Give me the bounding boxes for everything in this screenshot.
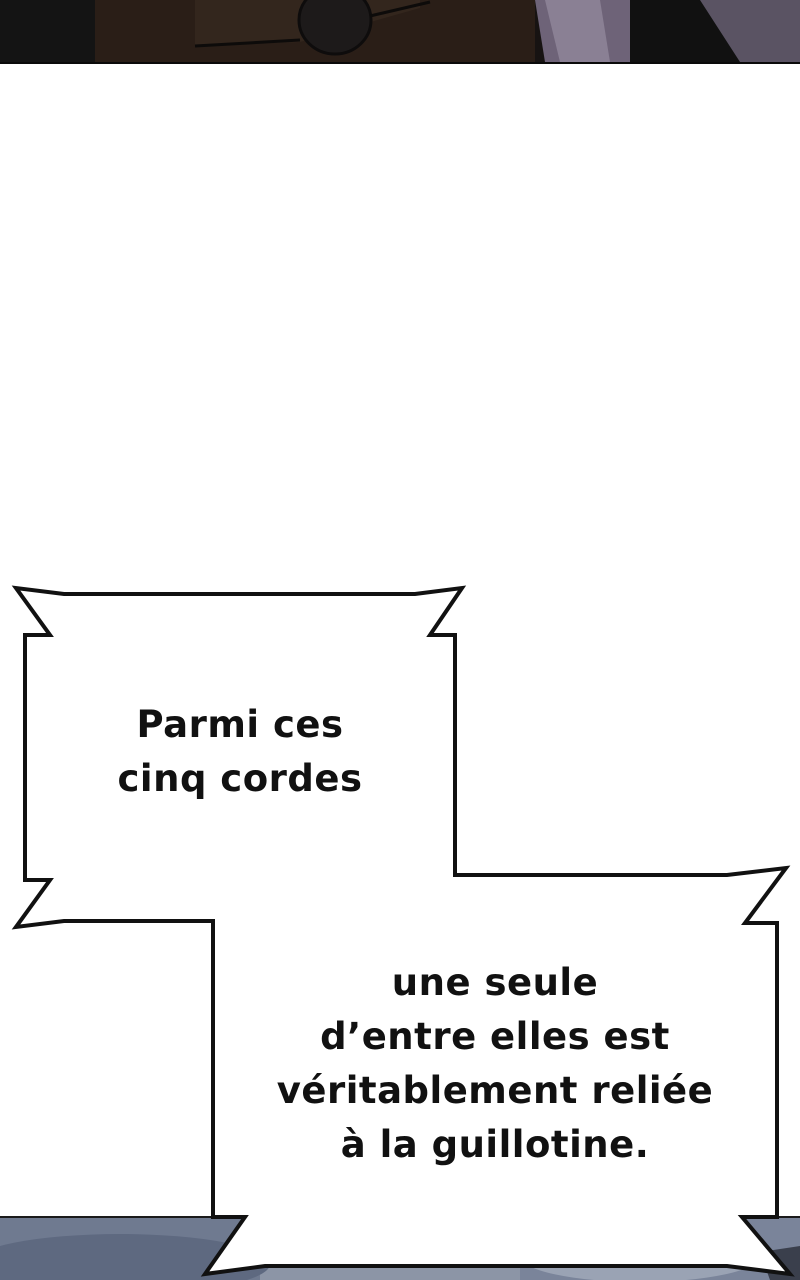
bubble-1-line-2: cinq cordes [117, 757, 363, 800]
bubble-1-line-1: Parmi ces [136, 703, 344, 746]
previous-panel-edge [0, 0, 800, 64]
bubble-2-line-3: véritablement reliée [276, 1069, 714, 1112]
bubble-2-line-1: une seule [391, 961, 599, 1004]
speech-bubble-2-text: une seule d’entre elles est véritablemen… [250, 956, 740, 1172]
previous-panel-illustration [0, 0, 800, 64]
bubble-2-line-4: à la guillotine. [340, 1123, 650, 1166]
speech-bubble-1 [11, 585, 795, 1277]
bubble-2-line-2: d’entre elles est [320, 1015, 670, 1058]
speech-bubble-1-text: Parmi ces cinq cordes [90, 698, 390, 806]
